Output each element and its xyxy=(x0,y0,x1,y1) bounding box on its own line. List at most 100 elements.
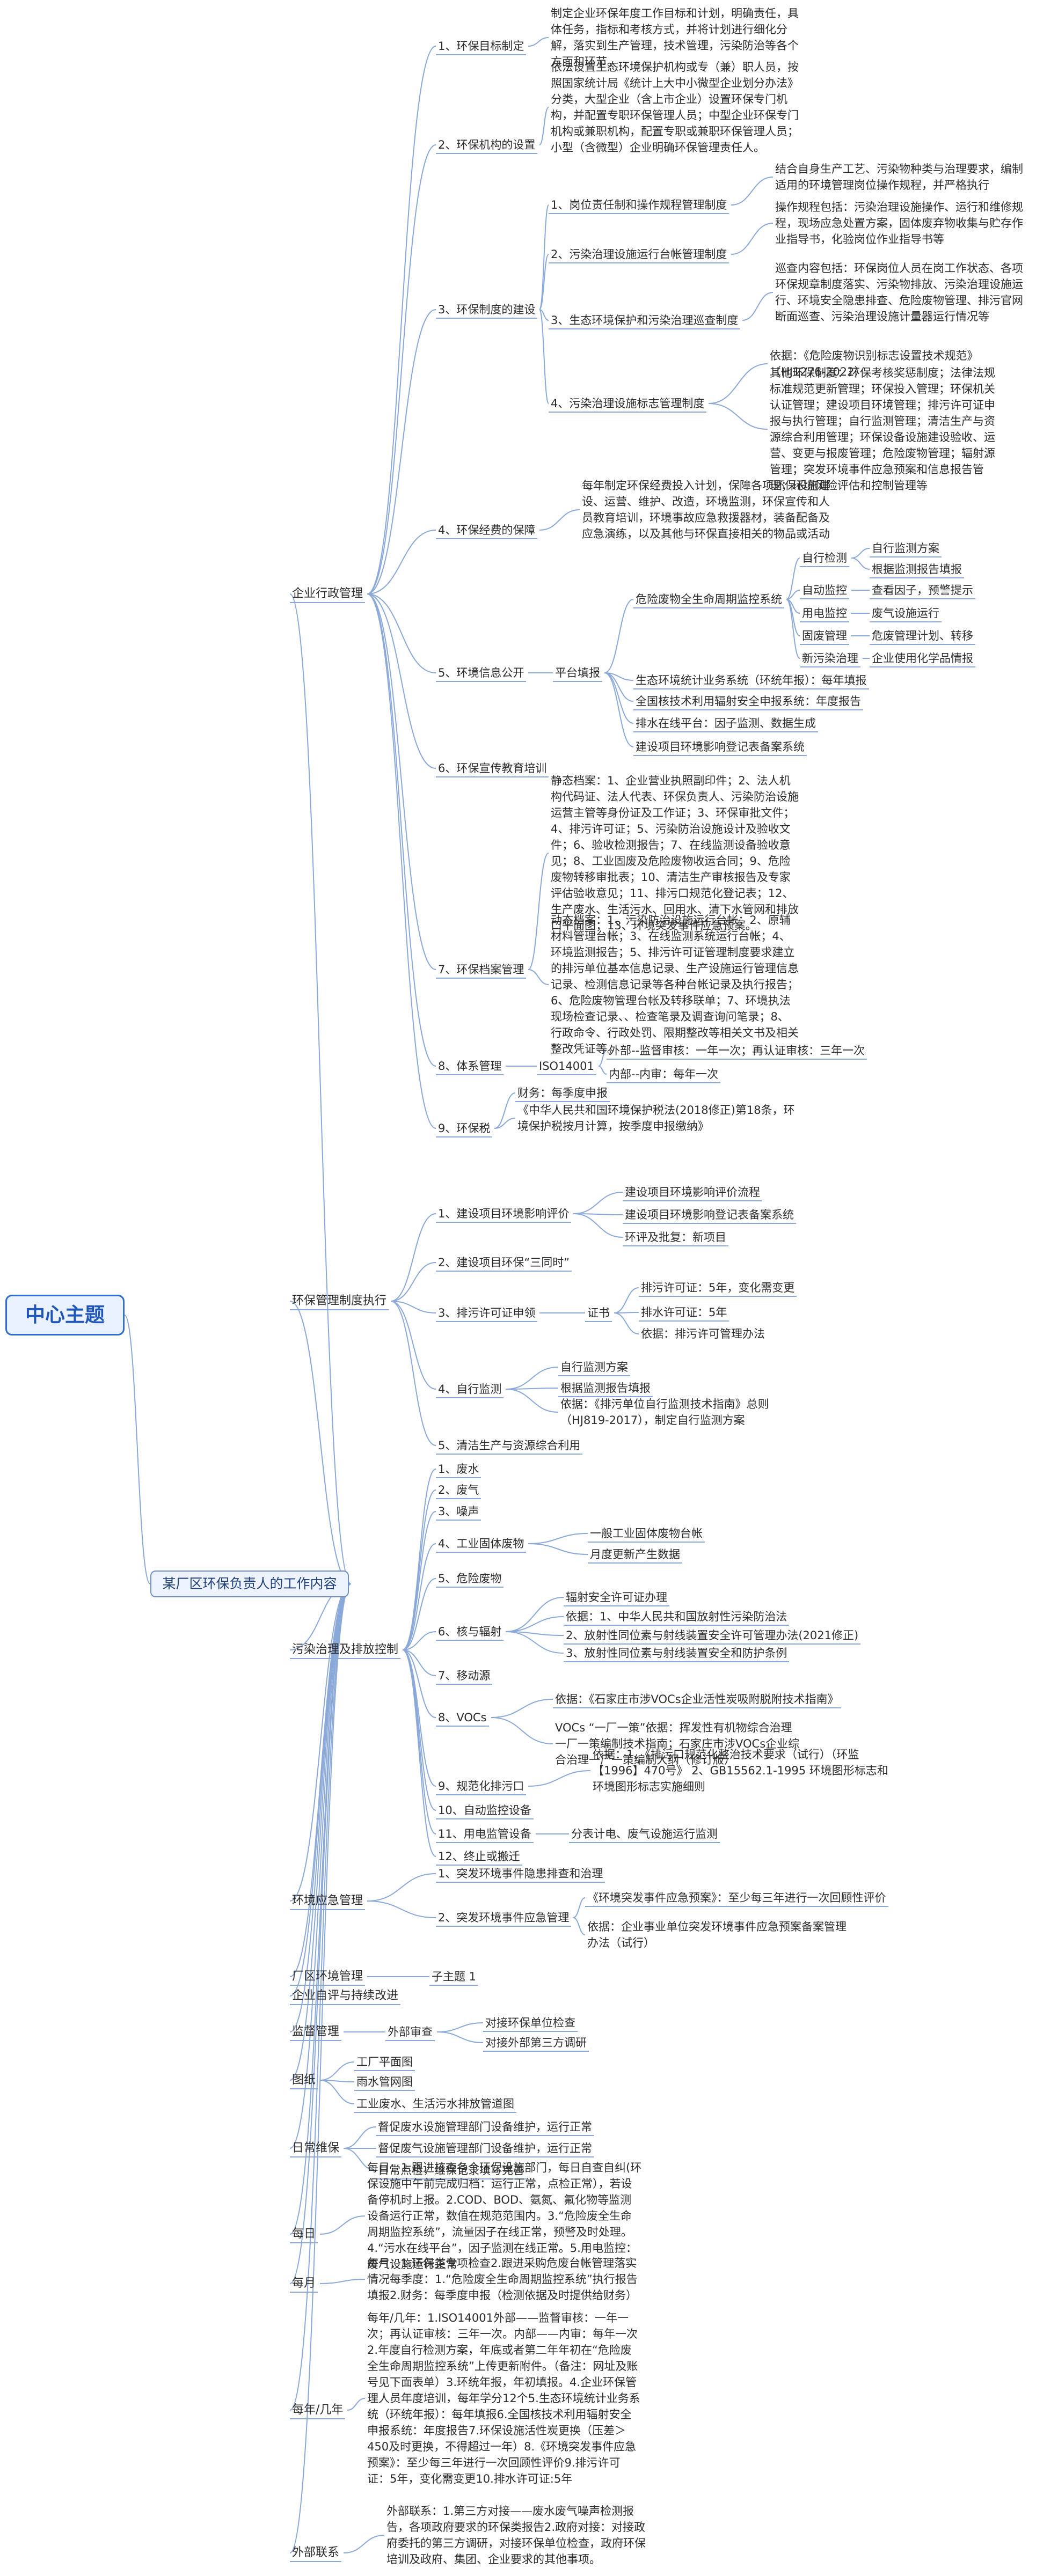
topic-item[interactable]: 12、终止或搬迁 xyxy=(438,1850,520,1863)
topic-item[interactable]: 1、突发环境事件隐患排查和治理 xyxy=(438,1867,603,1880)
central-topic[interactable]: 中心主题 xyxy=(5,1295,125,1335)
topic-detail[interactable]: 巡查内容包括：环保岗位人员在岗工作状态、各项环保规章制度落实、污染物排放、污染治… xyxy=(775,262,1023,323)
topic-leaf[interactable]: 2、放射性同位素与射线装置安全许可管理办法(2021修正) xyxy=(566,1629,859,1642)
topic-item[interactable]: 2、废气 xyxy=(438,1484,479,1496)
topic-leaf[interactable]: 分表计电、废气设施运行监测 xyxy=(571,1828,718,1840)
branch-self-assess[interactable]: 企业自评与持续改进 xyxy=(292,1989,399,2002)
topic-item[interactable]: ISO14001 xyxy=(539,1060,594,1073)
topic-leaf[interactable]: 环评及批复：新项目 xyxy=(625,1231,726,1244)
topic-leaf[interactable]: 自行监测方案 xyxy=(560,1361,628,1374)
topic-item[interactable]: 7、移动源 xyxy=(438,1669,491,1682)
topic-leaf[interactable]: 排水在线平台：因子监测、数据生成 xyxy=(636,717,816,730)
topic-item[interactable]: 1、岗位责任制和操作规程管理制度 xyxy=(551,199,727,211)
topic-item[interactable]: 外部审查 xyxy=(388,2025,433,2038)
topic-item[interactable]: 5、清洁生产与资源综合利用 xyxy=(438,1439,581,1452)
topic-detail[interactable]: 每年制定环保经费投入计划，保障各项环保设施建设、运营、维护、改造，环境监测，环保… xyxy=(582,479,830,540)
branch-supervision[interactable]: 监督管理 xyxy=(292,2025,340,2038)
topic-leaf[interactable]: 建设项目环境影响评价流程 xyxy=(625,1186,760,1199)
topic-leaf[interactable]: 3、放射性同位素与射线装置安全和防护条例 xyxy=(566,1647,787,1660)
topic-item[interactable]: 子主题 1 xyxy=(432,1970,477,1983)
topic-leaf[interactable]: 财务：每季度申报 xyxy=(517,1087,608,1099)
topic-leaf[interactable]: 危废管理计划、转移 xyxy=(872,629,973,642)
branch-yearly[interactable]: 每年/几年 xyxy=(292,2403,344,2417)
branch-daily[interactable]: 每日 xyxy=(292,2227,316,2241)
topic-item[interactable]: 4、污染治理设施标志管理制度 xyxy=(551,397,705,410)
topic-leaf[interactable]: 《环境突发事件应急预案》：至少每三年进行一次回顾性评价 xyxy=(587,1891,886,1904)
topic-leaf[interactable]: 一般工业固体废物台帐 xyxy=(590,1527,703,1540)
topic-item[interactable]: 5、危险废物 xyxy=(438,1572,502,1585)
topic-detail[interactable]: 外部联系：1.第三方对接——废水废气噪声检测报告，各项政府要求的环保类报告2.政… xyxy=(386,2505,646,2566)
topic-detail[interactable]: 其他环保制度：环保考核奖惩制度；法律法规标准规范更新管理；环保投入管理；环保机关… xyxy=(770,366,995,492)
topic-leaf[interactable]: 内部--内审：每年一次 xyxy=(609,1068,719,1081)
topic-training[interactable]: 6、环保宣传教育培训 xyxy=(438,762,547,775)
main-topic[interactable]: 某厂区环保负责人的工作内容 xyxy=(150,1570,349,1597)
topic-leaf[interactable]: 日常点检，维保记录填写完善 xyxy=(378,2164,524,2177)
topic-leaf[interactable]: 根据监测报告填报 xyxy=(560,1382,651,1395)
topic-item[interactable]: 4、工业固体废物 xyxy=(438,1537,524,1550)
topic-item[interactable]: 2、建设项目环保“三同时” xyxy=(438,1256,570,1269)
topic-detail[interactable]: 《中华人民共和国环境保护税法(2018修正)第18条，环境保护税按月计算，按季度… xyxy=(517,1104,795,1133)
topic-leaf[interactable]: 工厂平面图 xyxy=(356,2056,413,2068)
topic-detail[interactable]: 每日：1.跟进核查各个环保设施部门，每日自查自纠(环保设施中午前完成归档：运行正… xyxy=(367,2161,642,2271)
topic-detail[interactable]: 依据：企业事业单位突发环境事件应急预案备案管理办法（试行） xyxy=(587,1920,847,1949)
topic-leaf[interactable]: 生态环境统计业务系统（环统年报）：每年填报 xyxy=(636,674,867,687)
topic-item[interactable]: 9、规范化排污口 xyxy=(438,1780,524,1793)
topic-leaf[interactable]: 雨水管网图 xyxy=(356,2075,413,2088)
branch-site[interactable]: 厂区环境管理 xyxy=(292,1970,363,1983)
topic-detail[interactable]: 结合自身生产工艺、污染物种类与治理要求，编制适用的环境管理岗位操作规程，并严格执… xyxy=(775,163,1023,192)
topic-leaf[interactable]: 辐射安全许可证办理 xyxy=(566,1591,667,1604)
topic-detail[interactable]: 制定企业环保年度工作目标和计划，明确责任，具体任务，指标和考核方式，并将计划进行… xyxy=(551,7,799,68)
topic-tax[interactable]: 9、环保税 xyxy=(438,1122,491,1135)
topic-item[interactable]: 自动监控 xyxy=(802,584,847,597)
branch-drawings[interactable]: 图纸 xyxy=(292,2073,316,2087)
topic-system-mgmt[interactable]: 8、体系管理 xyxy=(438,1060,502,1073)
topic-item[interactable]: 4、自行监测 xyxy=(438,1383,502,1396)
topic-item[interactable]: 3、噪声 xyxy=(438,1505,479,1518)
topic-detail[interactable]: 动态档案：1、污染防治设施运行台帐；2、原辅材料管理台帐；3、在线监测系统运行台… xyxy=(551,914,799,1055)
topic-detail[interactable]: 依据：《排污单位自行监测技术指南》总则（HJ819-2017），制定自行监测方案 xyxy=(560,1398,769,1427)
topic-item[interactable]: 8、VOCs xyxy=(438,1711,487,1724)
branch-execution[interactable]: 环保管理制度执行 xyxy=(292,1294,387,1308)
topic-leaf[interactable]: 外部--监督审核：一年一次；再认证审核：三年一次 xyxy=(609,1044,865,1057)
topic-funding[interactable]: 4、环保经费的保障 xyxy=(438,524,536,537)
branch-external[interactable]: 外部联系 xyxy=(292,2546,340,2559)
branch-monthly[interactable]: 每月 xyxy=(292,2277,316,2290)
topic-leaf[interactable]: 月度更新产生数据 xyxy=(590,1548,680,1561)
topic-leaf[interactable]: 督促废水设施管理部门设备维护，运行正常 xyxy=(378,2120,592,2133)
topic-system[interactable]: 3、环保制度的建设 xyxy=(438,303,536,316)
topic-item[interactable]: 2、污染治理设施运行台帐管理制度 xyxy=(551,248,727,261)
topic-goal[interactable]: 1、环保目标制定 xyxy=(438,40,524,53)
topic-leaf[interactable]: 排污许可证：5年，变化需变更 xyxy=(641,1281,795,1294)
topic-archive[interactable]: 7、环保档案管理 xyxy=(438,963,524,976)
topic-detail[interactable]: 每年/几年：1.ISO14001外部——监督审核：一年一次；再认证审核：三年一次… xyxy=(367,2311,640,2485)
topic-detail[interactable]: 每月：1.环保类专项检查2.跟进采购危废台帐管理落实情况每季度：1.“危险废全生… xyxy=(367,2257,638,2302)
topic-item[interactable]: 用电监控 xyxy=(802,607,847,620)
branch-admin[interactable]: 企业行政管理 xyxy=(292,587,363,600)
topic-disclosure[interactable]: 5、环境信息公开 xyxy=(438,666,524,679)
branch-pollution[interactable]: 污染治理及排放控制 xyxy=(292,1643,399,1656)
topic-leaf[interactable]: 依据：1、中华人民共和国放射性污染防治法 xyxy=(566,1610,787,1623)
topic-item[interactable]: 2、突发环境事件应急管理 xyxy=(438,1911,570,1924)
topic-detail[interactable]: 依据：《危险废物识别标志设置技术规范》（HJ1276-2022） xyxy=(770,349,979,378)
topic-detail[interactable]: 静态档案：1、企业营业执照副印件；2、法人机构代码证、法人代表、环保负责人、污染… xyxy=(551,774,799,932)
topic-leaf[interactable]: 建设项目环境影响登记表备案系统 xyxy=(625,1208,794,1221)
topic-item[interactable]: 1、废水 xyxy=(438,1463,479,1476)
topic-leaf[interactable]: 对接环保单位检查 xyxy=(485,2016,575,2029)
topic-leaf[interactable]: 依据：排污许可管理办法 xyxy=(641,1327,765,1340)
topic-leaf[interactable]: 排水许可证：5年 xyxy=(641,1306,727,1319)
topic-organization[interactable]: 2、环保机构的设置 xyxy=(438,138,536,151)
branch-emergency[interactable]: 环境应急管理 xyxy=(292,1894,363,1907)
topic-item[interactable]: 自行检测 xyxy=(802,552,847,564)
topic-detail[interactable]: 依据：1、《排污口规范化整治技术要求（试行）（环监【1996】470号》 2、G… xyxy=(593,1748,888,1793)
topic-item[interactable]: 固废管理 xyxy=(802,629,847,642)
topic-item[interactable]: 平台填报 xyxy=(555,666,600,679)
topic-leaf[interactable]: 督促废气设施管理部门设备维护，运行正常 xyxy=(378,2142,592,2155)
topic-item[interactable]: 11、用电监管设备 xyxy=(438,1828,531,1840)
topic-leaf[interactable]: 工业废水、生活污水排放管道图 xyxy=(356,2097,514,2110)
topic-item[interactable]: 危险废物全生命周期监控系统 xyxy=(636,593,782,606)
topic-leaf[interactable]: 全国核技术利用辐射安全申报系统：年度报告 xyxy=(636,695,861,708)
topic-item[interactable]: 1、建设项目环境影响评价 xyxy=(438,1207,570,1220)
topic-item[interactable]: 新污染治理 xyxy=(802,652,858,665)
topic-item[interactable]: 证书 xyxy=(587,1307,610,1319)
topic-item[interactable]: 10、自动监控设备 xyxy=(438,1804,531,1817)
